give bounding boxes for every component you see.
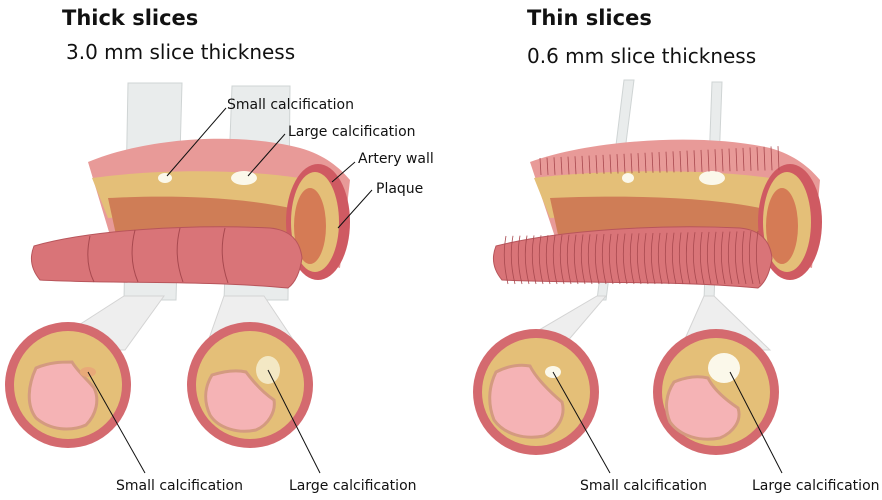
thick-slices-subtitle: 3.0 mm slice thickness — [66, 40, 295, 64]
small-calcification-mark — [158, 173, 172, 183]
thick-bottom-label-small: Small calcification — [116, 478, 243, 494]
thick-cross-section-1 — [5, 322, 131, 448]
front-wall — [32, 227, 302, 288]
thick-artery — [32, 139, 350, 288]
label-plaque: Plaque — [376, 181, 423, 197]
thick-cross-section-2 — [187, 322, 313, 448]
label-small-calcification: Small calcification — [227, 97, 354, 113]
thin-cross-section-1 — [473, 329, 599, 455]
thick-slices-title: Thick slices — [62, 6, 198, 30]
label-large-calcification: Large calcification — [288, 124, 416, 140]
thin-cross-section-2 — [653, 329, 779, 455]
thin-slices-subtitle: 0.6 mm slice thickness — [527, 44, 756, 68]
thin-artery — [494, 140, 822, 288]
large-calcification-mark — [231, 171, 257, 185]
thin-slices-title: Thin slices — [527, 6, 652, 30]
thin-bottom-label-large: Large calcification — [752, 478, 880, 494]
thin-bottom-label-small: Small calcification — [580, 478, 707, 494]
thick-bottom-label-large: Large calcification — [289, 478, 417, 494]
label-artery-wall: Artery wall — [358, 151, 434, 167]
